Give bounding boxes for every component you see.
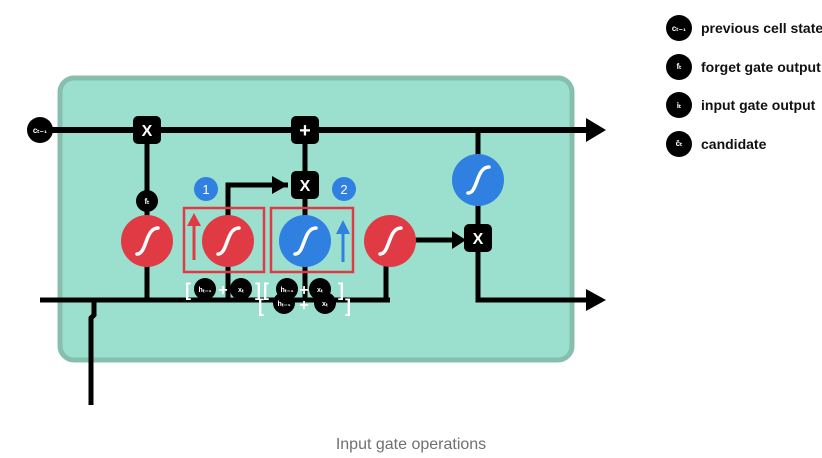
plus-sign: + bbox=[299, 282, 308, 299]
input-multiply-op bbox=[291, 171, 319, 199]
plus-sign: + bbox=[218, 282, 227, 299]
callout-number-2: 2 bbox=[340, 182, 347, 197]
legend-symbol: čₜ bbox=[666, 130, 692, 157]
plus-sign: + bbox=[299, 297, 308, 314]
sigmoid-icon bbox=[216, 226, 241, 256]
output-multiply-symbol: X bbox=[473, 231, 484, 248]
input-gate-up-arrowhead bbox=[187, 213, 201, 226]
input-node bbox=[314, 292, 336, 314]
legend-symbol: cₜ₋₁ bbox=[666, 15, 692, 41]
output-multiply-op bbox=[464, 224, 492, 252]
tanh-icon bbox=[293, 226, 318, 256]
bracket-open: [ bbox=[185, 280, 191, 300]
input-label: xₜ bbox=[238, 287, 244, 294]
input-in-line bbox=[88, 300, 97, 405]
hidden-state-label: hₜ₋₁ bbox=[278, 301, 291, 308]
legend-label: candidate bbox=[701, 135, 767, 152]
cell-state-arrowhead bbox=[586, 118, 606, 142]
hidden-state-node bbox=[194, 278, 216, 300]
tanh-icon bbox=[466, 165, 491, 195]
hidden-state-node bbox=[273, 292, 295, 314]
legend-item-candidate: čₜ candidate bbox=[666, 130, 822, 157]
input-label: xₜ bbox=[322, 301, 328, 308]
cell-state-input-node bbox=[27, 117, 53, 143]
input-gate-highlight-box bbox=[182, 206, 266, 274]
callout-number-1: 1 bbox=[202, 182, 209, 197]
callout-badge-2 bbox=[332, 177, 356, 201]
hidden-state-label: hₜ₋₁ bbox=[199, 287, 212, 294]
forget-multiply-op bbox=[133, 116, 161, 144]
bracket-close: ] bbox=[345, 296, 351, 316]
legend-symbol: fₜ bbox=[666, 53, 692, 80]
legend-item-forget-gate-output: fₜ forget gate output bbox=[666, 53, 822, 80]
bracket-open: [ bbox=[263, 280, 269, 300]
cell-add-symbol: + bbox=[299, 120, 311, 142]
callout-badge-1 bbox=[194, 177, 218, 201]
legend-label: forget gate output bbox=[701, 58, 821, 75]
bracket-close: ] bbox=[338, 280, 344, 300]
input-multiply-symbol: X bbox=[300, 178, 311, 195]
legend-symbol: iₜ bbox=[666, 92, 692, 118]
candidate-up-arrowhead bbox=[336, 220, 350, 234]
input-gate-arrowhead bbox=[272, 176, 288, 194]
hidden-state-label: hₜ₋₁ bbox=[281, 287, 294, 294]
forget-output-node bbox=[136, 190, 158, 212]
legend-label: input gate output bbox=[701, 97, 816, 113]
output-gate-arrowhead bbox=[452, 231, 466, 249]
figure-caption: Input gate operations bbox=[335, 436, 487, 453]
input-label: xₜ bbox=[317, 287, 323, 294]
sigmoid-icon bbox=[378, 226, 403, 256]
sigmoid-icon bbox=[135, 226, 160, 256]
legend-item-input-gate-output: iₜ input gate output bbox=[666, 92, 822, 118]
bracket-close: ] bbox=[255, 280, 261, 300]
bracket-open: [ bbox=[258, 296, 264, 316]
forget-output-label: fₜ bbox=[144, 197, 150, 206]
hidden-output-arrowhead bbox=[586, 289, 606, 311]
input-node bbox=[230, 278, 252, 300]
legend-label: previous cell state bbox=[701, 20, 822, 36]
candidate-highlight-box bbox=[269, 206, 355, 274]
cell-add-op bbox=[291, 116, 319, 144]
legend-item-previous-cell-state: cₜ₋₁ previous cell state bbox=[666, 15, 822, 41]
cell-state-input-label: cₜ₋₁ bbox=[33, 126, 48, 135]
forget-multiply-symbol: X bbox=[142, 123, 153, 140]
legend: cₜ₋₁ previous cell state fₜ forget gate … bbox=[666, 15, 822, 169]
